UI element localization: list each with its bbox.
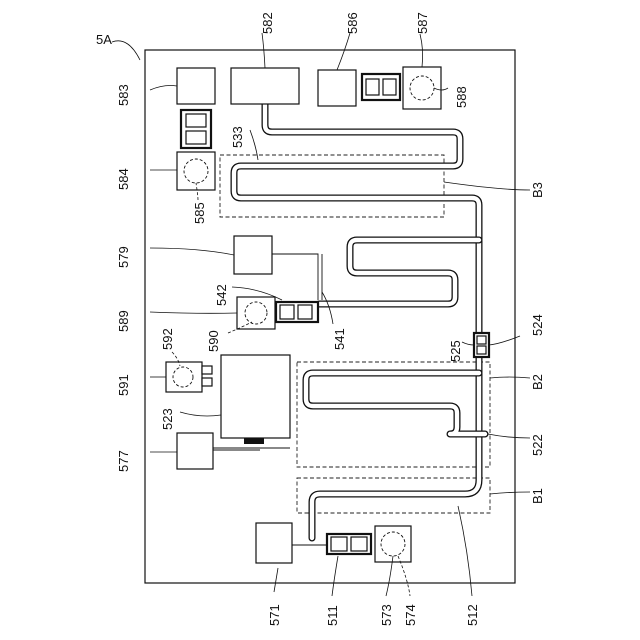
- label-574: 574: [403, 604, 418, 626]
- label-577: 577: [116, 450, 131, 472]
- label-542: 542: [214, 284, 229, 306]
- label-579: 579: [116, 246, 131, 268]
- label-585: 585: [192, 202, 207, 224]
- label-525: 525: [448, 340, 463, 362]
- label-583: 583: [116, 84, 131, 106]
- connector-542: [276, 302, 318, 322]
- label-522: 522: [530, 434, 545, 456]
- component-579: [234, 236, 272, 274]
- label-573: 573: [379, 604, 394, 626]
- label-590: 590: [206, 330, 221, 352]
- figure-label: 5A: [96, 32, 112, 47]
- component-571: [256, 523, 292, 563]
- component-523: [221, 355, 290, 438]
- line-579-541: [272, 254, 318, 300]
- leader-lines: [112, 33, 530, 596]
- connector-511: [327, 534, 371, 554]
- label-511: 511: [325, 605, 340, 626]
- connector-525: [474, 333, 489, 357]
- label-512: 512: [465, 604, 480, 626]
- label-587: 587: [415, 12, 430, 34]
- label-582: 582: [260, 12, 275, 34]
- component-587: [403, 67, 441, 109]
- label-b1: B1: [530, 488, 545, 504]
- label-592: 592: [160, 328, 175, 350]
- component-583: [177, 68, 215, 104]
- label-523: 523: [160, 408, 175, 430]
- component-591: [166, 362, 202, 392]
- label-b3: B3: [530, 182, 545, 198]
- label-541: 541: [332, 328, 347, 350]
- label-584: 584: [116, 168, 131, 190]
- label-533: 533: [230, 126, 245, 148]
- component-577: [177, 433, 213, 469]
- pins-523: [244, 438, 264, 444]
- label-571: 571: [267, 604, 282, 626]
- coupler-583-584: [181, 110, 211, 148]
- label-591: 591: [116, 374, 131, 396]
- component-586: [318, 70, 356, 106]
- label-588: 588: [454, 86, 469, 108]
- label-589: 589: [116, 310, 131, 332]
- label-b2: B2: [530, 374, 545, 390]
- coupler-591-523: [202, 366, 212, 386]
- region-b2: [297, 362, 490, 467]
- label-586: 586: [345, 12, 360, 34]
- label-524: 524: [530, 314, 545, 336]
- component-582: [231, 68, 299, 104]
- coupler-586-587: [362, 74, 400, 100]
